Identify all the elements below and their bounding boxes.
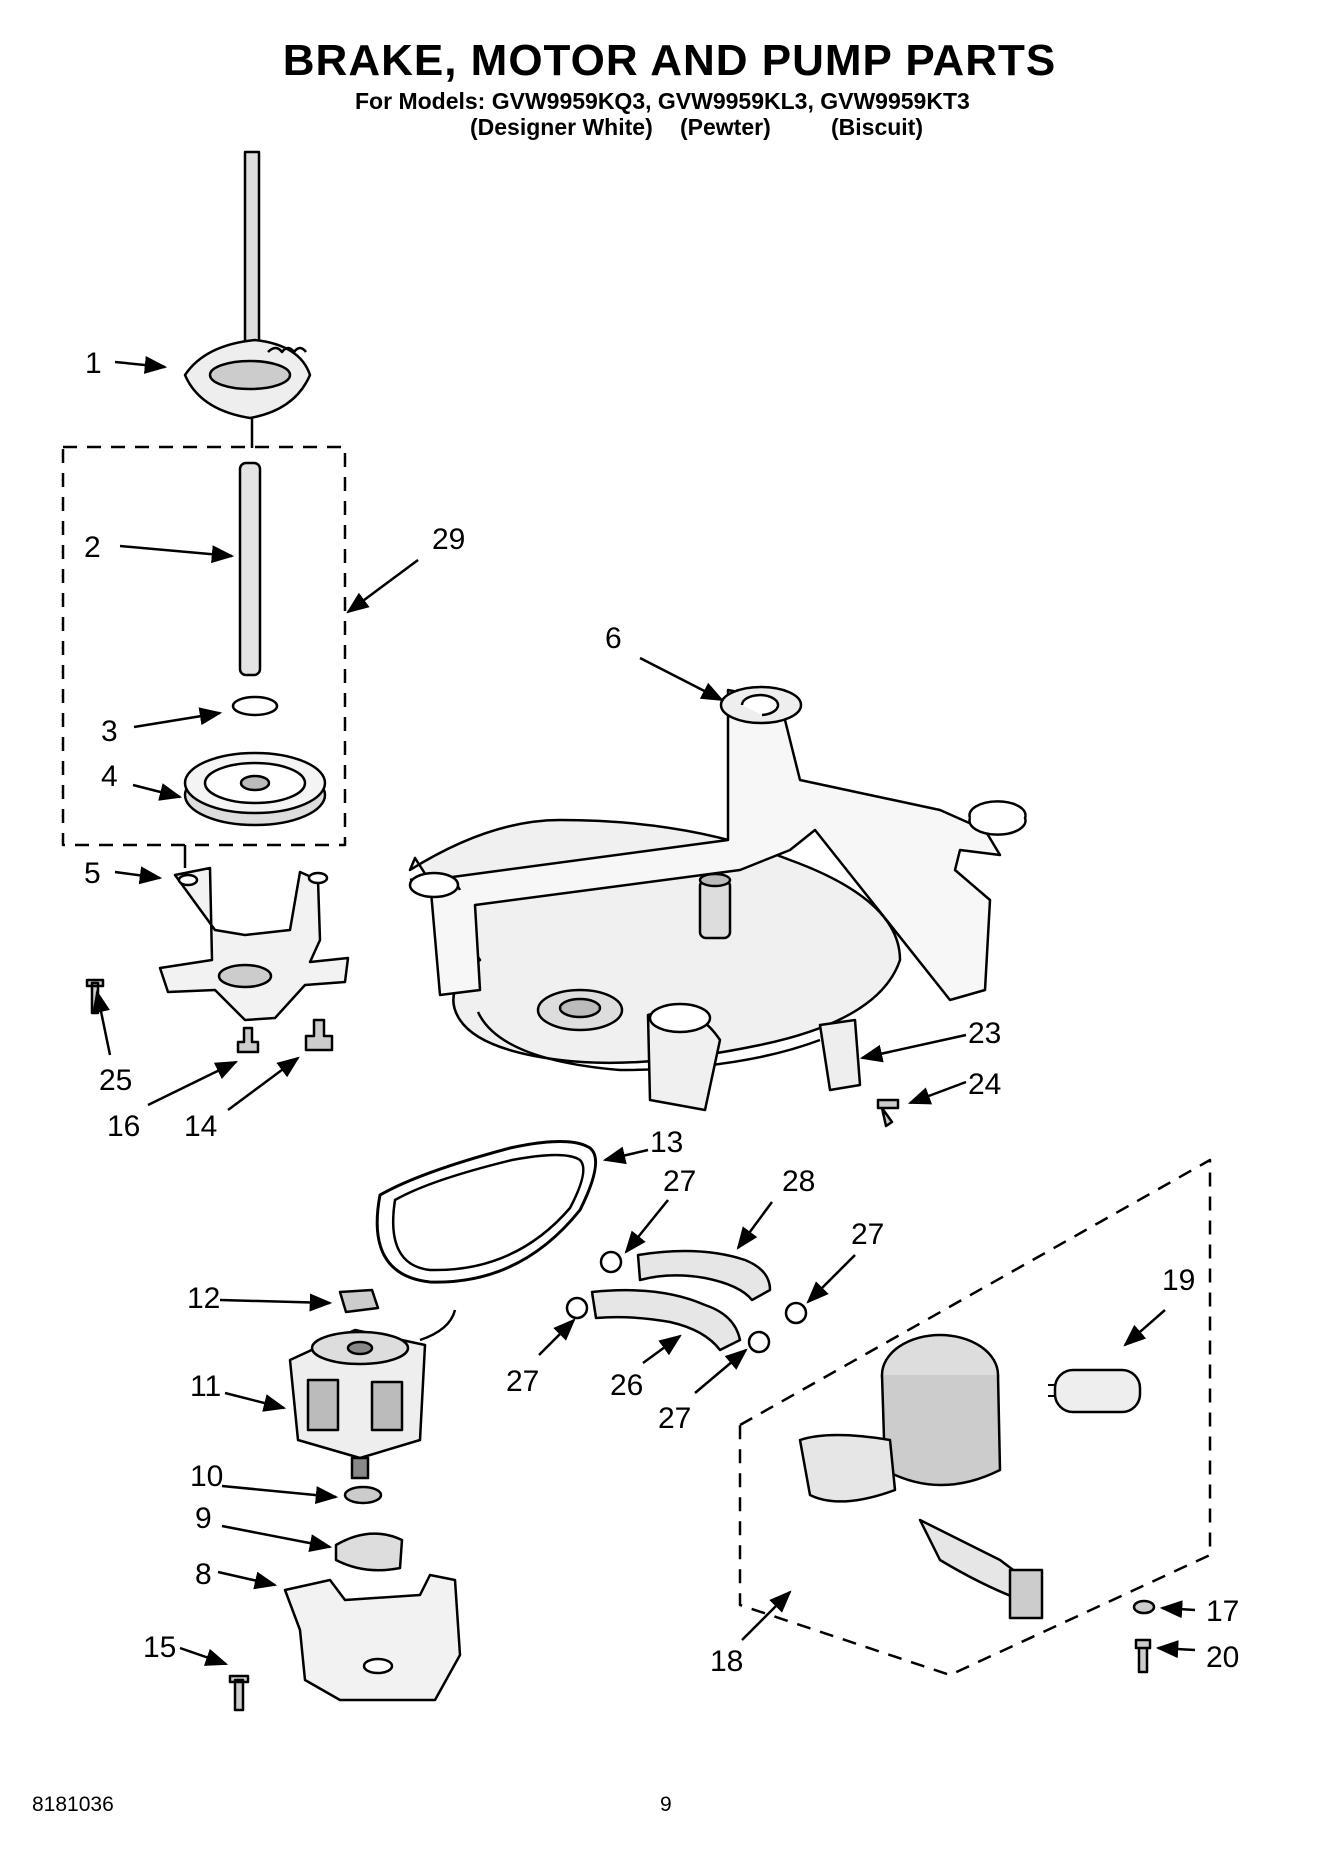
clamp-27 (747, 1330, 771, 1354)
stud-14 (304, 1018, 334, 1052)
gearcase-base (408, 685, 1027, 1112)
drive-motor (288, 1309, 457, 1480)
nut-17 (1132, 1599, 1156, 1615)
kit-29-box (61, 445, 347, 847)
callout-24: 24 (968, 1068, 1001, 1101)
retaining-ring (231, 695, 279, 717)
callout-6: 6 (605, 622, 622, 655)
callout-27: 27 (851, 1218, 884, 1251)
callout-27: 27 (663, 1165, 696, 1198)
brake-bracket (158, 866, 350, 1022)
shield-hole (362, 1657, 394, 1675)
bolt-16 (236, 1026, 260, 1054)
callout-1: 1 (85, 347, 102, 380)
document-number: 8181036 (32, 1793, 114, 1816)
callout-11: 11 (190, 1370, 221, 1403)
hose-28 (636, 1249, 772, 1302)
model-list: For Models: GVW9959KQ3, GVW9959KL3, GVW9… (355, 88, 970, 114)
leader-arrows (92, 356, 1196, 1666)
clamp-27 (599, 1250, 623, 1274)
callout-13: 13 (650, 1126, 683, 1159)
clamp-27 (784, 1301, 808, 1325)
color-biscuit: (Biscuit) (831, 114, 923, 140)
color-pewter: (Pewter) (680, 114, 771, 140)
callout-27: 27 (506, 1365, 539, 1398)
callout-5: 5 (84, 857, 101, 890)
callout-19: 19 (1162, 1264, 1195, 1297)
callout-23: 23 (968, 1017, 1001, 1050)
callout-10: 10 (190, 1460, 223, 1493)
callout-2: 2 (84, 531, 101, 564)
callout-14: 14 (184, 1110, 217, 1143)
drain-pump (798, 1333, 1044, 1620)
page-title: BRAKE, MOTOR AND PUMP PARTS (282, 36, 1057, 85)
screw-20 (1134, 1638, 1152, 1674)
motor-shield (283, 1573, 462, 1702)
hose-26 (590, 1288, 742, 1352)
coupler-12 (338, 1288, 380, 1314)
callout-8: 8 (195, 1558, 212, 1591)
capacitor (1048, 1368, 1142, 1414)
callout-28: 28 (782, 1165, 815, 1198)
callout-29: 29 (432, 523, 465, 556)
spin-tube (238, 461, 262, 677)
clamp-27 (565, 1296, 589, 1320)
callout-labels: 1 2 29 3 4 6 5 25 16 14 23 24 13 27 28 2… (84, 347, 1239, 1678)
callout-9: 9 (195, 1502, 212, 1535)
page-number: 9 (660, 1793, 672, 1816)
clip-10 (343, 1485, 383, 1505)
callout-26: 26 (610, 1369, 643, 1402)
callout-17: 17 (1206, 1595, 1239, 1628)
brake-assembly (183, 150, 312, 448)
callout-18: 18 (710, 1645, 743, 1678)
motor-mount-9 (334, 1532, 404, 1572)
callout-15: 15 (143, 1631, 176, 1664)
drive-belt-inner (391, 1153, 585, 1272)
screw-15 (228, 1674, 250, 1712)
color-designer-white: (Designer White) (470, 114, 653, 140)
drive-pulley (183, 751, 327, 827)
pump-kit-box (738, 1158, 1212, 1677)
clip-23 (818, 1018, 862, 1092)
callout-16: 16 (107, 1110, 140, 1143)
callout-12: 12 (187, 1282, 220, 1315)
callout-27: 27 (658, 1402, 691, 1435)
callout-4: 4 (101, 760, 118, 793)
callout-3: 3 (101, 715, 118, 748)
screw-24 (876, 1098, 900, 1128)
callout-25: 25 (99, 1064, 132, 1097)
drive-belt (375, 1140, 598, 1284)
callout-20: 20 (1206, 1641, 1239, 1674)
